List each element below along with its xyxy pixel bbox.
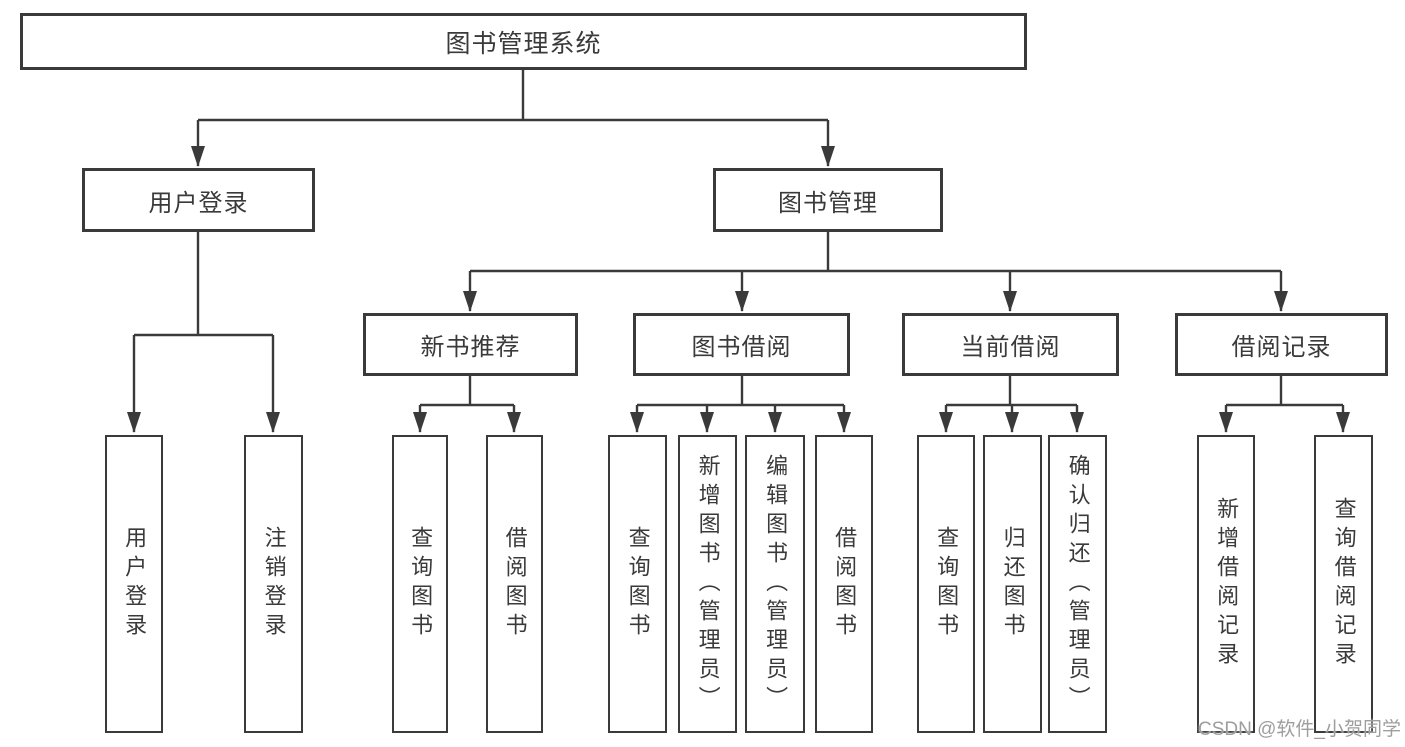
node-leaf-user-login: 用户登录 [105,435,163,733]
node-label: 查询借阅记录 [1331,497,1357,671]
node-label: 图书借阅 [691,334,792,361]
node-book-borrow: 图书借阅 [633,313,850,376]
node-label: 归还图书 [1000,526,1026,642]
connector-newbook-bus [420,376,514,407]
node-leaf-borrow-books-2: 借阅图书 [815,435,873,733]
node-leaf-borrow-books-1: 借阅图书 [486,435,543,733]
node-label: 新书推荐 [420,334,521,361]
node-label: 借阅图书 [832,526,858,642]
node-current-borrow: 当前借阅 [902,313,1119,376]
node-leaf-query-books-2: 查询图书 [608,435,667,733]
connector-bookborrow-bus [637,376,844,407]
node-label: 图书管理 [778,189,878,217]
node-label: 注销登录 [261,526,287,642]
node-user-login: 用户登录 [82,168,315,232]
node-new-book-recommend: 新书推荐 [363,313,578,376]
node-leaf-confirm-return-admin: 确认归还（管理员） [1048,435,1107,733]
node-label: 借阅记录 [1231,334,1332,361]
node-label: 查询图书 [408,526,434,642]
node-borrow-records: 借阅记录 [1175,313,1388,376]
node-leaf-add-book-admin: 新增图书（管理员） [678,435,737,733]
node-label: 用户登录 [148,189,249,217]
node-label: 借阅图书 [502,526,528,642]
node-label: 确认归还（管理员） [1065,453,1091,715]
connector-records-bus [1226,376,1343,407]
node-leaf-query-borrow-record: 查询借阅记录 [1314,435,1373,733]
node-leaf-return-books: 归还图书 [983,435,1042,733]
node-library-system: 图书管理系统 [20,13,1027,70]
connector-userlogin-bus [134,232,273,337]
node-leaf-add-borrow-record: 新增借阅记录 [1197,435,1255,733]
node-label: 当前借阅 [960,334,1061,361]
connector-currentborrow-bus [946,376,1077,407]
node-label: 查询图书 [934,526,960,642]
node-leaf-query-books-1: 查询图书 [392,435,448,733]
connector-root-bus [198,70,828,122]
node-leaf-logout: 注销登录 [244,435,303,733]
node-label: 新增借阅记录 [1214,497,1240,671]
node-label: 用户登录 [122,526,148,642]
node-leaf-edit-book-admin: 编辑图书（管理员） [745,435,805,733]
connector-bookmgmt-bus [470,232,1281,273]
node-label: 查询图书 [625,526,651,642]
node-book-management: 图书管理 [713,168,943,232]
watermark-text: CSDN @软件_小贺同学 [1198,719,1401,740]
node-label: 图书管理系统 [445,29,602,58]
node-leaf-query-books-3: 查询图书 [917,435,975,733]
node-label: 新增图书（管理员） [695,453,721,715]
node-label: 编辑图书（管理员） [763,453,789,715]
